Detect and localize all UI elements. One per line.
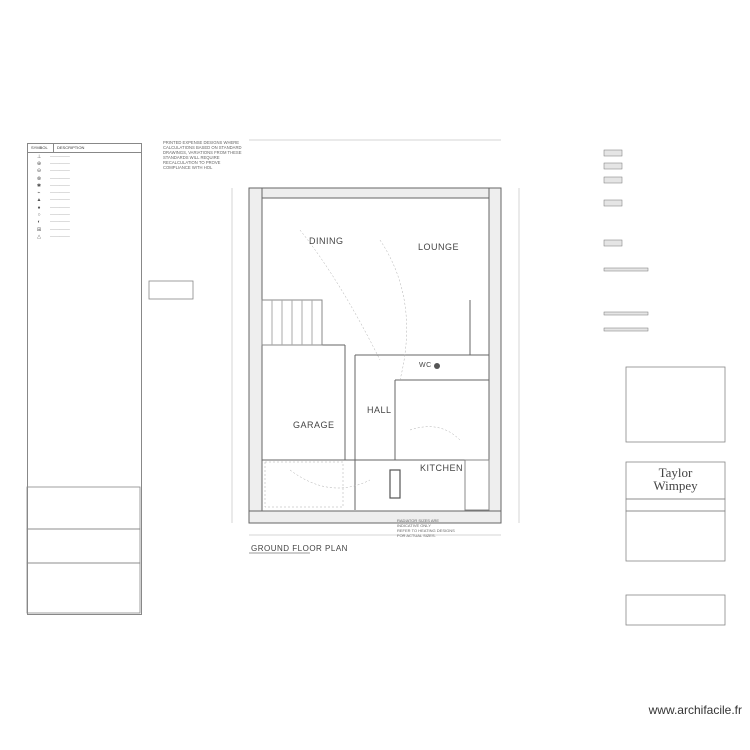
note-radiator-sizes: RADIATOR SIZES ARE INDICATIVE ONLY REFER… — [397, 518, 455, 538]
watermark: www.archifacile.fr — [648, 703, 742, 717]
legend-row: ⊥──────── — [36, 153, 70, 160]
plan-title: GROUND FLOOR PLAN — [251, 544, 348, 553]
logo-line-2: Wimpey — [653, 478, 698, 493]
legend-row: ⊞──────── — [36, 226, 70, 233]
legend-row: ▲──────── — [36, 197, 70, 204]
legend-row: ✱──────── — [36, 182, 70, 189]
note-heat-loss: PRINTED EXPENSE DESIGNS WHERE CALCULATIO… — [163, 140, 242, 170]
room-label-hall: HALL — [367, 405, 392, 415]
legend-col-description: DESCRIPTION — [57, 145, 85, 150]
legend-row: ⌁──────── — [37, 190, 70, 197]
logo-line-1: Taylor — [658, 465, 693, 480]
company-logo: Taylor Wimpey — [626, 466, 725, 492]
room-label-kitchen: KITCHEN — [420, 463, 464, 473]
legend-row: △──────── — [37, 233, 70, 240]
room-label-garage: GARAGE — [293, 420, 335, 430]
legend-rows: ⊥──────── ⊕──────── ⊖──────── ⊗──────── … — [28, 153, 141, 241]
legend-row: ◐──────── — [37, 219, 70, 226]
legend-header: SYMBOL DESCRIPTION — [28, 144, 141, 153]
legend-row: ⊕──────── — [36, 160, 70, 167]
room-label-dining: DINING — [309, 236, 344, 246]
wc-fixture — [434, 363, 440, 369]
room-label-wc: WC — [419, 362, 432, 369]
legend-row: ●──────── — [37, 204, 70, 211]
room-label-lounge: LOUNGE — [418, 242, 460, 252]
legend-row: ⊗──────── — [36, 175, 70, 182]
legend-row: ⊖──────── — [36, 168, 70, 175]
legend-row: ○──────── — [37, 212, 70, 219]
legend-col-symbol: SYMBOL — [28, 144, 54, 152]
legend-table: SYMBOL DESCRIPTION ⊥──────── ⊕──────── ⊖… — [27, 143, 142, 615]
